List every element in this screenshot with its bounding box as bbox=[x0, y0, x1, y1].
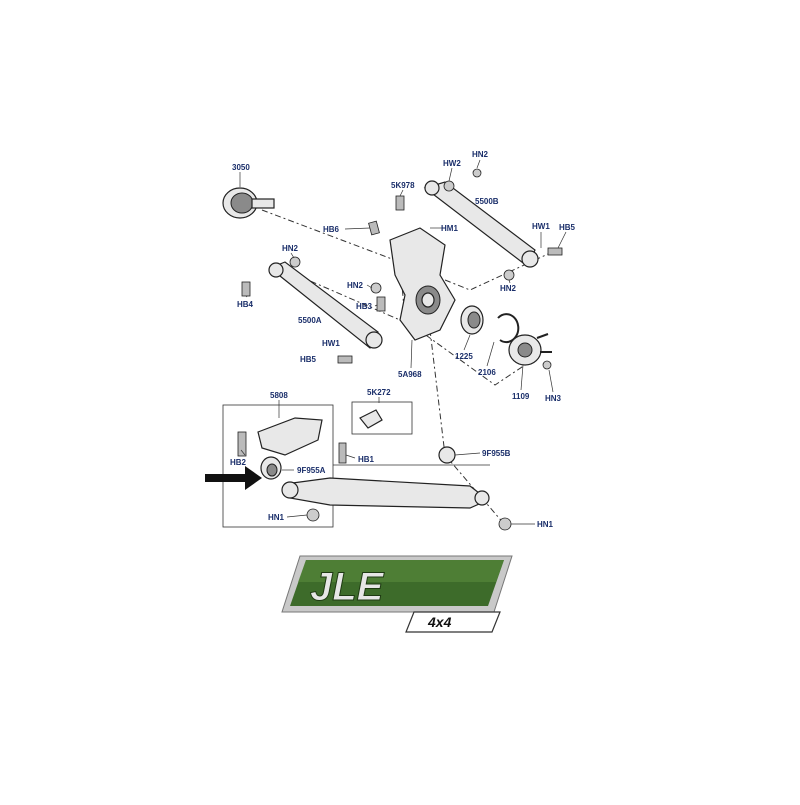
label-hw2: HW2 bbox=[443, 159, 461, 168]
bolts bbox=[237, 195, 563, 464]
bracket-5808 bbox=[257, 417, 323, 456]
label-1225: 1225 bbox=[455, 352, 473, 361]
label-hb1: HB1 bbox=[358, 455, 375, 464]
label-hb4: HB4 bbox=[237, 300, 254, 309]
lower-arm-5500a bbox=[268, 261, 383, 349]
leader-lines bbox=[239, 159, 567, 525]
label-hm1: HM1 bbox=[441, 224, 458, 233]
label-hb6: HB6 bbox=[323, 225, 340, 234]
label-hn1-right: HN1 bbox=[537, 520, 554, 529]
label-hb2: HB2 bbox=[230, 458, 247, 467]
label-hn2-left: HN2 bbox=[282, 244, 299, 253]
knuckle-5a968 bbox=[389, 227, 456, 341]
box-5808 bbox=[222, 404, 334, 528]
box-5k272 bbox=[351, 401, 413, 435]
bushing-9f955a bbox=[260, 456, 282, 480]
nuts bbox=[289, 168, 552, 531]
label-9f955a: 9F955A bbox=[297, 466, 326, 475]
part-5k272 bbox=[359, 409, 383, 429]
label-5500a: 5500A bbox=[298, 316, 322, 325]
label-hw1-left: HW1 bbox=[322, 339, 340, 348]
jle-4x4-logo: JLE 4x4 bbox=[281, 555, 513, 633]
label-hn2-top: HN2 bbox=[472, 150, 489, 159]
label-hn3: HN3 bbox=[545, 394, 562, 403]
label-hb5-left: HB5 bbox=[300, 355, 317, 364]
label-hn2-mid: HN2 bbox=[347, 281, 364, 290]
label-hw1-right: HW1 bbox=[532, 222, 550, 231]
label-2106: 2106 bbox=[478, 368, 496, 377]
upper-arm-5500b bbox=[423, 180, 539, 268]
driveshaft-joint-3050 bbox=[222, 187, 275, 219]
label-5k272: 5K272 bbox=[367, 388, 391, 397]
pointer-arrow bbox=[205, 466, 262, 490]
logo-sub-text: 4x4 bbox=[427, 614, 452, 630]
label-5808: 5808 bbox=[270, 391, 288, 400]
hub-1109 bbox=[508, 333, 552, 366]
label-9f955b: 9F955B bbox=[482, 449, 511, 458]
label-5k978: 5K978 bbox=[391, 181, 415, 190]
label-hn2-right: HN2 bbox=[500, 284, 517, 293]
bushing-9f955b bbox=[438, 446, 456, 464]
label-hn1-left: HN1 bbox=[268, 513, 285, 522]
label-3050: 3050 bbox=[232, 163, 250, 172]
circlip-2106 bbox=[497, 313, 520, 344]
bearing-1225 bbox=[460, 305, 484, 335]
logo-main-text: JLE bbox=[310, 565, 385, 609]
label-hb5-right: HB5 bbox=[559, 223, 576, 232]
trailing-arm bbox=[281, 477, 490, 509]
label-1109: 1109 bbox=[512, 392, 530, 401]
label-5500b: 5500B bbox=[475, 197, 499, 206]
label-5a968: 5A968 bbox=[398, 370, 422, 379]
label-hb3: HB3 bbox=[356, 302, 373, 311]
